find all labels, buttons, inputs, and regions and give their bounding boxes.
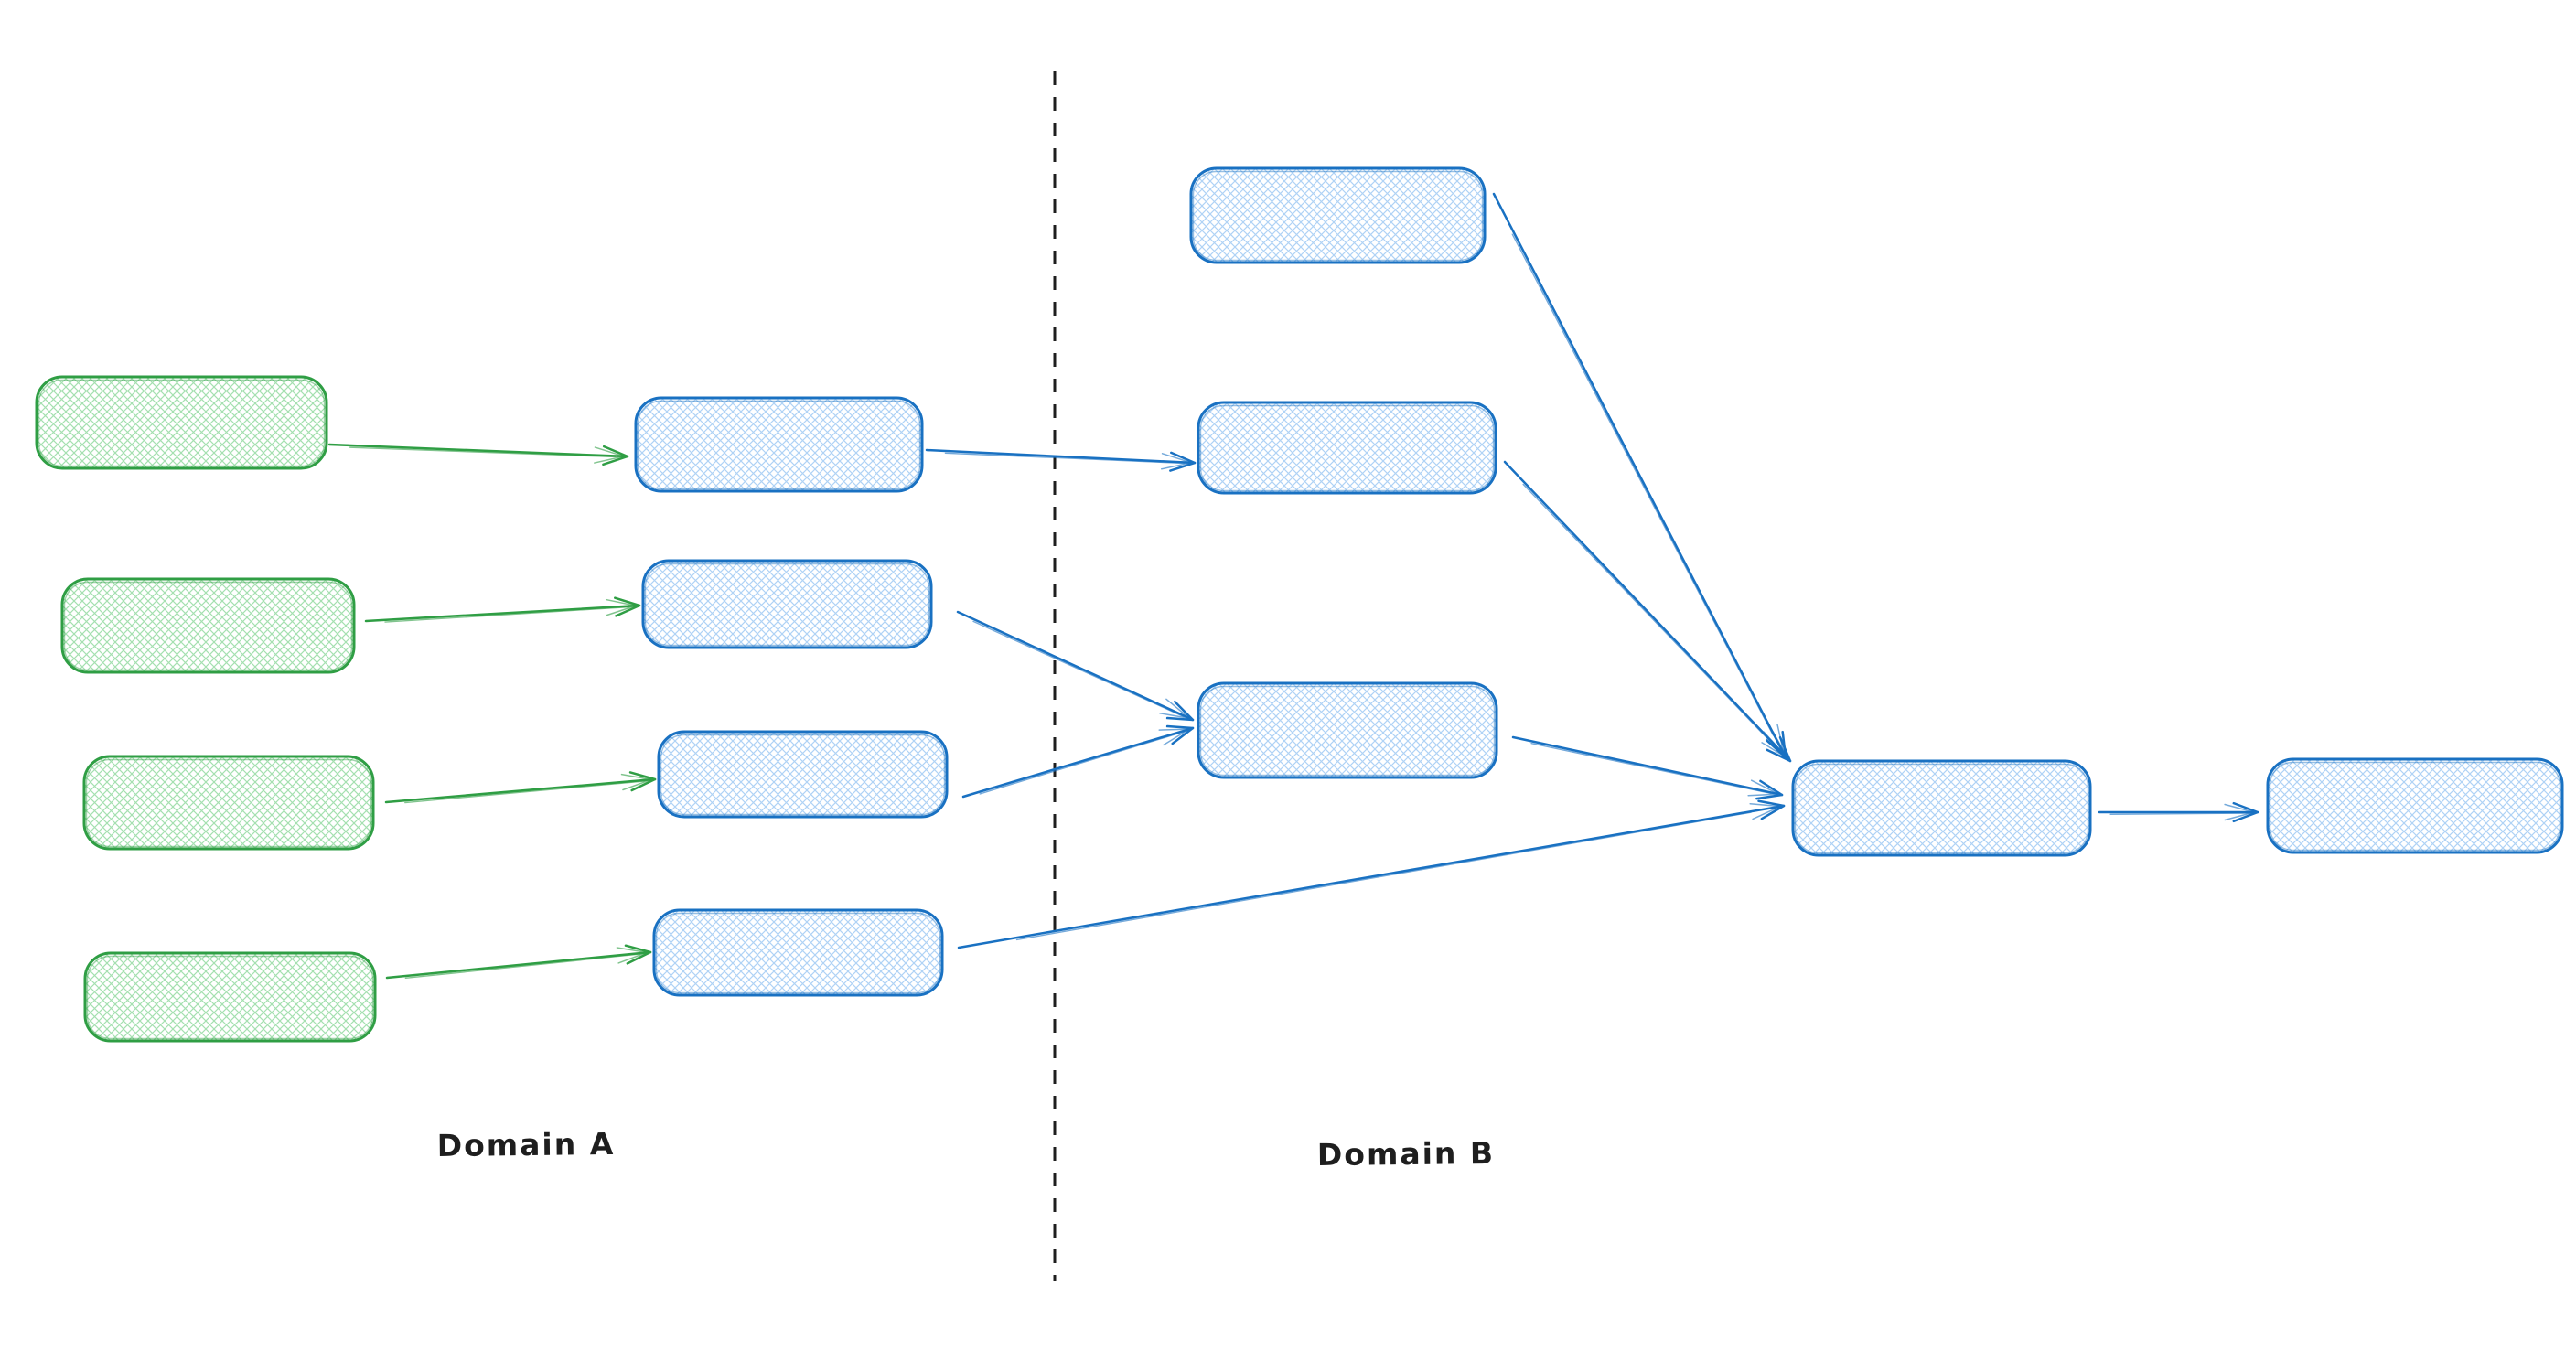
arrow-b3-to-b4[interactable] — [1511, 735, 1784, 800]
arrow-b4-to-b5[interactable] — [2098, 801, 2259, 823]
blue-box-a4[interactable] — [652, 908, 944, 997]
arrow-green-1-to-a1[interactable] — [327, 443, 629, 466]
arrow-a4-to-b4[interactable] — [957, 799, 1786, 949]
blue-box-b1[interactable] — [1189, 166, 1487, 264]
blue-box-a2[interactable] — [641, 559, 933, 649]
arrow-a1-to-b2[interactable] — [925, 448, 1197, 472]
green-box-2[interactable] — [60, 577, 356, 674]
arrow-green-2-to-a2[interactable] — [364, 596, 641, 623]
blue-box-b2[interactable] — [1197, 401, 1497, 495]
arrow-a3-to-b3[interactable] — [961, 724, 1195, 799]
blue-box-a3[interactable] — [657, 730, 949, 819]
domain-b-label[interactable]: Domain B — [1316, 1134, 1496, 1174]
blue-box-a1[interactable] — [634, 396, 924, 493]
blue-box-b3[interactable] — [1197, 681, 1498, 779]
green-box-3[interactable] — [82, 755, 375, 851]
arrow-b1-to-b4[interactable] — [1492, 192, 1787, 759]
blue-box-b4[interactable] — [1791, 759, 2092, 857]
green-box-1[interactable] — [35, 375, 328, 470]
domain-a-label[interactable]: Domain A — [436, 1125, 616, 1164]
blue-box-b5[interactable] — [2266, 757, 2564, 854]
arrow-a2-to-b3[interactable] — [956, 610, 1195, 722]
arrow-green-4-to-a4[interactable] — [385, 944, 652, 980]
arrow-b2-to-b4[interactable] — [1503, 460, 1792, 763]
green-box-4[interactable] — [83, 951, 377, 1043]
arrow-green-3-to-a3[interactable] — [384, 771, 657, 804]
